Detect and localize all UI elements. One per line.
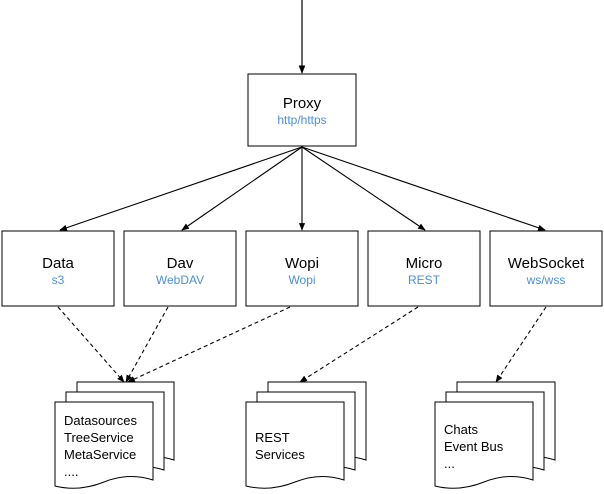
document-stack-rest (245, 381, 367, 489)
service-data: Data s3 (1, 230, 115, 307)
service-micro-protocol: REST (408, 273, 441, 287)
proxy-protocol: http/https (277, 113, 326, 127)
document-stack-datasources-text: Datasources TreeService MetaService .... (64, 413, 137, 479)
document-stack-rest-text: REST Services (255, 430, 305, 462)
service-wopi-protocol: Wopi (288, 273, 315, 287)
document-stack-chats (434, 381, 556, 489)
doc2-line-2: Services (255, 447, 305, 462)
service-dav-protocol: WebDAV (156, 273, 204, 287)
doc1-line-1: Datasources (64, 413, 137, 428)
service-websocket-protocol: ws/wss (526, 273, 566, 287)
service-dav-title: Dav (167, 255, 194, 272)
service-micro-title: Micro (406, 255, 443, 272)
service-micro: Micro REST (367, 230, 481, 307)
service-wopi: Wopi Wopi (245, 230, 359, 307)
doc2-line-1: REST (255, 430, 290, 445)
service-websocket-title: WebSocket (508, 255, 585, 272)
doc3-line-1: Chats (444, 422, 478, 437)
doc1-line-3: MetaService (64, 447, 136, 462)
service-wopi-title: Wopi (285, 255, 319, 272)
document-stack-chats-text: Chats Event Bus ... (444, 422, 504, 471)
doc1-line-2: TreeService (64, 430, 134, 445)
service-websocket: WebSocket ws/wss (489, 230, 603, 307)
doc3-line-3: ... (444, 456, 455, 471)
proxy-arrows (59, 146, 546, 231)
proxy-node: Proxy http/https (247, 73, 357, 147)
dashed-arrows (57, 306, 547, 383)
document-stack-datasources (54, 381, 175, 489)
service-data-protocol: s3 (52, 273, 65, 287)
doc1-line-4: .... (64, 464, 78, 479)
service-data-title: Data (42, 255, 74, 272)
service-dav: Dav WebDAV (123, 230, 237, 307)
proxy-title: Proxy (283, 95, 322, 112)
doc3-line-2: Event Bus (444, 439, 504, 454)
